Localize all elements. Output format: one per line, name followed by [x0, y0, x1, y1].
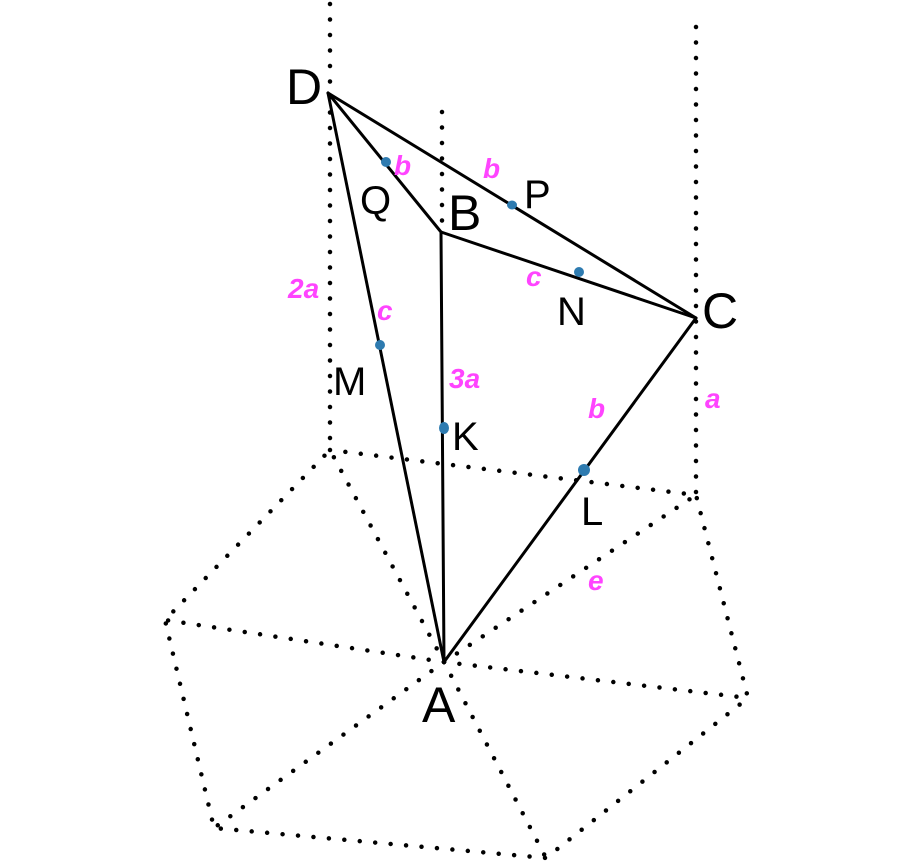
length-label-vertical-c: a: [705, 383, 721, 414]
edge-ba: [439, 230, 446, 664]
point-p: [507, 200, 517, 210]
spoke-bottom: [441, 659, 549, 861]
point-q: [381, 157, 391, 167]
vertex-label-c: C: [702, 283, 738, 339]
point-n: [574, 267, 584, 277]
length-label-cl: b: [588, 393, 605, 424]
spoke-bottom-left: [211, 659, 447, 831]
point-label-m: M: [333, 360, 366, 404]
vertex-label-a: A: [422, 677, 456, 733]
length-label-ab: 3a: [449, 363, 480, 394]
point-labels: Q P N M K L: [333, 173, 603, 534]
point-m: [375, 340, 385, 350]
vertex-label-d: D: [286, 59, 322, 115]
length-label-dq: b: [394, 150, 411, 181]
marked-points: [375, 157, 590, 476]
point-label-n: N: [557, 290, 586, 334]
length-label-bn: c: [526, 261, 542, 292]
point-k: [439, 422, 449, 434]
point-label-k: K: [452, 415, 479, 459]
length-labels: b b c c 2a 3a b a e: [287, 150, 721, 596]
base-polygon-outline: [162, 447, 751, 861]
length-label-dm: c: [377, 295, 393, 326]
point-l: [578, 464, 590, 476]
length-label-dp: b: [483, 153, 500, 184]
point-label-l: L: [581, 490, 603, 534]
point-label-p: P: [524, 173, 551, 217]
length-label-vertical-d: 2a: [287, 273, 319, 304]
vertex-label-b: B: [448, 185, 481, 241]
length-label-spoke-e: e: [588, 565, 604, 596]
edge-ca: [442, 316, 698, 664]
spoke-right: [441, 659, 751, 701]
base-polygon: [162, 447, 751, 861]
spoke-left: [162, 617, 447, 665]
spoke-top-right: [441, 492, 699, 665]
point-label-q: Q: [360, 179, 391, 223]
edge-bc: [439, 230, 698, 320]
vertex-labels: D B C A: [286, 59, 738, 733]
edge-da: [326, 91, 446, 664]
spoke-top-left: [327, 447, 447, 665]
vertical-projections: [327, 1, 699, 498]
